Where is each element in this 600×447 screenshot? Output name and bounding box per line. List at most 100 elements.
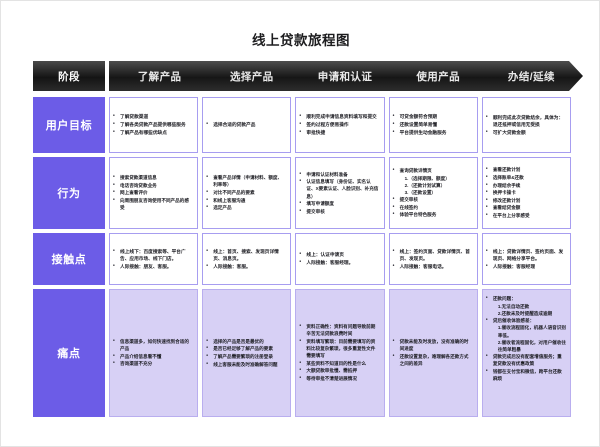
cell-behaviour-1[interactable]: 搜索贷款渠道信息电话咨询贷款业务网上查看评价向周围朋友咨询使用不同产品的感受: [109, 157, 199, 229]
stage-label: 选择产品: [229, 70, 274, 83]
stage-header-4[interactable]: 使用产品: [377, 61, 490, 91]
cell-item: 信息渠道多，如何快速找到合适的产品: [113, 338, 193, 352]
cell-item: 换押卡操卡: [486, 189, 566, 197]
cell-item-list: 顺利完成此次贷款结余，具体为：退还抵押或信用无受损可扩大贷款金额: [486, 114, 566, 137]
cell-item: 在线签约: [393, 204, 473, 212]
cell-pain-point-1[interactable]: 信息渠道多，如何快速找到合适的产品产品介绍信息看不懂咨询渠道不充分: [109, 289, 199, 417]
cell-item: 人际接触：客服。: [206, 263, 286, 271]
row-label-pain-point[interactable]: 痛点: [33, 289, 105, 417]
cell-user-goal-2[interactable]: 选择合适的贷款产品: [202, 97, 292, 153]
stage-header-5[interactable]: 办结/延续: [470, 61, 583, 91]
cell-pain-point-3[interactable]: 资料正确性：资料有问题导致前期辛苦无法贷款浪费时间资料填写繁琐：目前需要填写的资…: [295, 289, 385, 417]
stage-header-3[interactable]: 申请和认证: [283, 61, 396, 91]
cell-item: 了解各类贷款产品提供哪些服务: [113, 121, 193, 129]
cell-item: 资料填写繁琐：目前需要填写的资料比较复杂繁琐，很多重复性文件需要填写: [299, 338, 379, 359]
cell-item: 和线上客服沟通: [206, 197, 286, 205]
cell-touchpoint-3[interactable]: 线上：认证申请页人际接触：客服经理。: [295, 233, 385, 285]
stage-label: 了解产品: [137, 70, 182, 83]
cell-item-list: 顺利完成申请信息资料填写和提交签约过程方便易操作审批快捷: [299, 113, 379, 137]
cell-item: 顺利完成申请信息资料填写和提交: [299, 113, 379, 121]
cell-item: 在平台上分享感受: [486, 212, 566, 220]
cell-item: 办理结余手续: [486, 182, 566, 190]
cell-item: 查询贷款详情页: [393, 167, 473, 175]
cell-item-list: 查看产品详情（申请材料、额度、利率等）对比不同产品的要素和线上客服沟通选定产品: [206, 174, 286, 212]
cell-item-list: 可贷金额符合预期还款设置简单易懂平台提供生动金融服务: [393, 113, 473, 137]
cell-item: 还款设置复杂，难理解各还款方式之间的差异: [393, 353, 473, 367]
cell-pain-point-2[interactable]: 选择的产品是否是最优的是否已经足够了解产品的要素了解产品需要繁琐的注册登录线上客…: [202, 289, 292, 417]
cell-item: 3.（还款设置）: [404, 189, 437, 195]
cell-item: 2.（还款计划试算）: [404, 182, 446, 188]
cell-item: 选择的产品是否是最优的: [206, 338, 286, 346]
cell-item: 某些资料不知道目的性是什么: [299, 360, 379, 368]
cell-item: 线上：首页、搜索、发现页详情页、消息页。: [206, 248, 286, 263]
cell-item-list: 申请和认证材料准备认证信息填写（身份证、实名认证、X要素认证、人脸识别、补充信息…: [299, 171, 379, 216]
cell-item: 申请和认证材料准备: [299, 171, 379, 179]
cell-user-goal-3[interactable]: 顺利完成申请信息资料填写和提交签约过程方便易操作审批快捷: [295, 97, 385, 153]
cell-user-goal-1[interactable]: 了解贷款渠道了解各类贷款产品提供哪些服务了解产品有哪些优缺点: [109, 97, 199, 153]
cell-behaviour-5[interactable]: 查看还款计划选择账单&还款办理结余手续换押卡操卡修改还款计划查看结贷金额在平台上…: [481, 157, 572, 229]
cell-item-list: 搜索贷款渠道信息电话咨询贷款业务网上查看评价向周围朋友咨询使用不同产品的感受: [113, 174, 193, 212]
cell-item: 钱都在支付宝和微信，跨平台还款麻烦: [486, 368, 566, 382]
stage-header-2[interactable]: 选择产品: [190, 61, 303, 91]
cell-item: 搜索贷款渠道信息: [113, 174, 193, 182]
cell-user-goal-4[interactable]: 可贷金额符合预期还款设置简单易懂平台提供生动金融服务: [388, 97, 478, 153]
cell-item: 等待审批不清楚进展情况: [299, 375, 379, 383]
journey-row-user-goal: 用户目标了解贷款渠道了解各类贷款产品提供哪些服务了解产品有哪些优缺点 选择合适的贷…: [33, 97, 572, 153]
cell-item: 1.无法自动还款: [497, 303, 530, 309]
cell-behaviour-4[interactable]: 查询贷款详情页1.（选择期限、额度）2.（还款计划试算）3.（还款设置）提交审核…: [388, 157, 478, 229]
row-label-behaviour[interactable]: 行为: [33, 157, 105, 229]
stage-header-band: 阶段 了解产品 选择产品申请和认证使用产品 办结/延续: [33, 61, 571, 91]
cell-item: 向周围朋友咨询使用不同产品的感受: [113, 197, 193, 211]
cell-pain-point-5[interactable]: 还款问题：1.无法自动还款2.还款未及时提醒造成逾期贷后催收体验感差：1.催收流…: [481, 289, 572, 417]
cell-item: 线上客服未能及时准确解答问题: [206, 361, 286, 369]
cell-user-goal-5[interactable]: 顺利完成此次贷款结余，具体为：退还抵押或信用无受损可扩大贷款金额: [481, 97, 572, 153]
cell-item: 大额贷款审批慢、需抵押: [299, 367, 379, 375]
cell-item: 可贷金额符合预期: [393, 113, 473, 121]
cell-item: 认证信息填写（身份证、实名认证、X要素认证、人脸识别、补充信息）: [299, 178, 379, 199]
cell-item: 是否已经足够了解产品的要素: [206, 345, 286, 353]
cell-item: 人际接触：客服经理。: [299, 259, 379, 267]
cell-behaviour-3[interactable]: 申请和认证材料准备认证信息填写（身份证、实名认证、X要素认证、人脸识别、补充信息…: [295, 157, 385, 229]
journey-row-touchpoint: 接触点线上线下：百度搜索等、平台广告、应用市场、线下门店。人际接触：朋友、客服。…: [33, 233, 572, 285]
cell-item: 线上：签约页面、贷款详情页、首页、发现页。: [393, 248, 473, 263]
cell-item-list: 线上线下：百度搜索等、平台广告、应用市场、线下门店。人际接触：朋友、客服。: [113, 248, 193, 271]
cell-touchpoint-4[interactable]: 线上：签约页面、贷款详情页、首页、发现页。人际接触：客服电话。: [388, 233, 478, 285]
cell-item: 签约过程方便易操作: [299, 121, 379, 129]
cell-item: 选定产品: [206, 204, 286, 212]
cell-item-list: 线上：签约页面、贷款详情页、首页、发现页。人际接触：客服电话。: [393, 248, 473, 271]
journey-row-pain-point: 痛点信息渠道多，如何快速找到合适的产品产品介绍信息看不懂咨询渠道不充分选择的产品…: [33, 289, 572, 417]
stage-header-corner[interactable]: 阶段: [33, 61, 105, 91]
cell-item: 贷款未能及时发放，没有准确的时间进度: [393, 338, 473, 352]
row-label-user-goal[interactable]: 用户目标: [33, 97, 105, 153]
cell-item: 线上：贷款详情页、签约页面、发现页、网络分享平台。: [486, 248, 566, 263]
cell-item: 平台提供生动金融服务: [393, 129, 473, 137]
cell-item: 人际接触：客服经理: [486, 263, 566, 271]
cell-item: 提交审核: [299, 208, 379, 216]
cell-touchpoint-2[interactable]: 线上：首页、搜索、发现页详情页、消息页。人际接触：客服。: [202, 233, 292, 285]
cell-item-list: 查询贷款详情页1.（选择期限、额度）2.（还款计划试算）3.（还款设置）提交审核…: [393, 167, 473, 219]
cell-item: 产品介绍信息看不懂: [113, 353, 193, 361]
stage-label: 办结/延续: [507, 70, 555, 83]
cell-item: 1.催收流程固化，机器人语音识别率低。: [497, 325, 566, 338]
cell-touchpoint-5[interactable]: 线上：贷款详情页、签约页面、发现页、网络分享平台。人际接触：客服经理: [481, 233, 572, 285]
row-label-touchpoint[interactable]: 接触点: [33, 233, 105, 285]
cell-pain-point-4[interactable]: 贷款未能及时发放，没有准确的时间进度还款设置复杂，难理解各还款方式之间的差异: [388, 289, 478, 417]
cell-item: 查看产品详情（申请材料、额度、利率等）: [206, 174, 286, 188]
cell-item: 贷款完成后没有配套增值服务；重复贷款没有优惠政策: [486, 353, 566, 367]
cell-item: 选择合适的贷款产品: [206, 121, 286, 129]
cell-item-list: 还款问题：1.无法自动还款2.还款未及时提醒造成逾期贷后催收体验感差：1.催收流…: [486, 295, 566, 382]
cell-item: 选择账单&还款: [486, 174, 566, 182]
cell-item: 了解产品需要繁琐的注册登录: [206, 353, 286, 361]
cell-item-list: 了解贷款渠道了解各类贷款产品提供哪些服务了解产品有哪些优缺点: [113, 113, 193, 137]
cell-touchpoint-1[interactable]: 线上线下：百度搜索等、平台广告、应用市场、线下门店。人际接触：朋友、客服。: [109, 233, 199, 285]
cell-item-list: 资料正确性：资料有问题导致前期辛苦无法贷款浪费时间资料填写繁琐：目前需要填写的资…: [299, 323, 379, 383]
cell-item: 2.催收者流程固化，对用户催收往往简单粗暴: [497, 339, 566, 352]
cell-item: 电话咨询贷款业务: [113, 182, 193, 190]
cell-item: 顺利完成此次贷款结余，具体为：退还抵押或信用无受损: [486, 114, 566, 129]
cell-item: 线上线下：百度搜索等、平台广告、应用市场、线下门店。: [113, 248, 193, 263]
stage-label: 阶段: [58, 70, 80, 83]
row-cells: 搜索贷款渠道信息电话咨询贷款业务网上查看评价向周围朋友咨询使用不同产品的感受查看…: [109, 157, 572, 229]
cell-item: 了解贷款渠道: [113, 113, 193, 121]
cell-behaviour-2[interactable]: 查看产品详情（申请材料、额度、利率等）对比不同产品的要素和线上客服沟通选定产品: [202, 157, 292, 229]
